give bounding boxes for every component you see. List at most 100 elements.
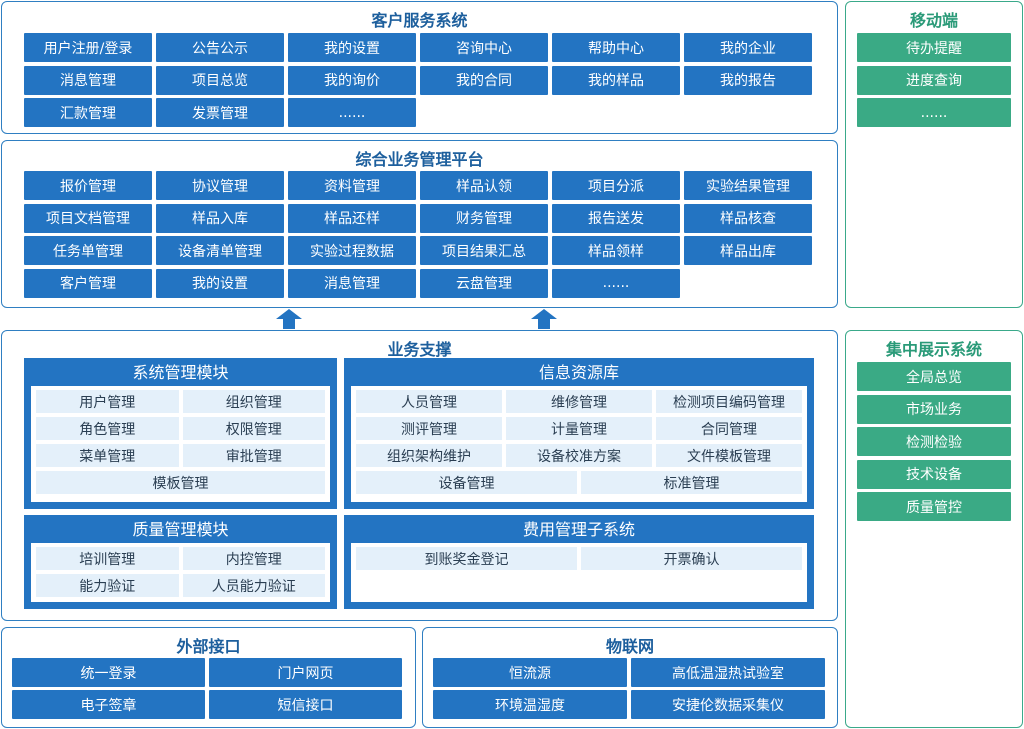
user-mgmt-item[interactable]: 用户管理 <box>36 390 179 413</box>
role-mgmt-item[interactable]: 角色管理 <box>36 417 179 440</box>
ext-sms-button[interactable]: 短信接口 <box>209 690 402 719</box>
mobile-panel: 移动端 待办提醒 进度查询 ...... <box>845 1 1023 308</box>
display-inspection-button[interactable]: 检测检验 <box>857 427 1011 456</box>
support-title: 业务支撑 <box>387 340 452 359</box>
iot-env-humidity-button[interactable]: 环境温湿度 <box>433 690 627 719</box>
org-structure-item[interactable]: 组织架构维护 <box>356 444 502 467</box>
contract-mgmt-item[interactable]: 合同管理 <box>656 417 802 440</box>
pf-my-settings-button[interactable]: 我的设置 <box>156 268 284 298</box>
mobile-todo-button[interactable]: 待办提醒 <box>857 33 1011 62</box>
iot-climate-chamber-button[interactable]: 高低温湿热试验室 <box>631 658 825 687</box>
personnel-mgmt-item[interactable]: 人员管理 <box>356 390 502 413</box>
cs-my-company-button[interactable]: 我的企业 <box>684 33 812 62</box>
test-code-mgmt-item[interactable]: 检测项目编码管理 <box>656 390 802 413</box>
pf-sample-claim-button[interactable]: 样品认领 <box>420 171 548 200</box>
personnel-proficiency-item[interactable]: 人员能力验证 <box>182 574 325 597</box>
cs-more-button[interactable]: ...... <box>288 98 416 127</box>
system-module: 系统管理模块 用户管理 组织管理 角色管理 权限管理 菜单管理 审批管理 模板管… <box>24 358 337 509</box>
pf-agreement-button[interactable]: 协议管理 <box>156 171 284 200</box>
standard-mgmt-item[interactable]: 标准管理 <box>581 471 802 494</box>
calibration-plan-item[interactable]: 设备校准方案 <box>506 444 652 467</box>
pf-equipment-list-button[interactable]: 设备清单管理 <box>156 236 284 265</box>
pf-project-doc-button[interactable]: 项目文档管理 <box>24 203 152 233</box>
display-market-button[interactable]: 市场业务 <box>857 394 1011 424</box>
org-mgmt-item[interactable]: 组织管理 <box>182 390 325 413</box>
mobile-more-button[interactable]: ...... <box>857 98 1011 127</box>
pf-sample-out-button[interactable]: 样品出库 <box>684 236 812 265</box>
menu-mgmt-item[interactable]: 菜单管理 <box>36 444 179 467</box>
cs-project-overview-button[interactable]: 项目总览 <box>156 65 284 95</box>
cs-my-report-button[interactable]: 我的报告 <box>684 65 812 95</box>
pf-sample-return-button[interactable]: 样品还样 <box>288 203 416 233</box>
pf-finance-button[interactable]: 财务管理 <box>420 203 548 233</box>
cs-remittance-button[interactable]: 汇款管理 <box>24 98 152 127</box>
approval-mgmt-item[interactable]: 审批管理 <box>182 444 325 467</box>
evaluation-mgmt-item[interactable]: 测评管理 <box>356 417 502 440</box>
pf-quote-button[interactable]: 报价管理 <box>24 171 152 200</box>
pf-project-assign-button[interactable]: 项目分派 <box>552 171 680 200</box>
display-overview-button[interactable]: 全局总览 <box>857 362 1011 391</box>
pf-process-data-button[interactable]: 实验过程数据 <box>288 236 416 265</box>
pf-task-order-button[interactable]: 任务单管理 <box>24 236 152 265</box>
quality-module-title: 质量管理模块 <box>132 520 229 539</box>
display-title: 集中展示系统 <box>885 340 982 359</box>
invoice-confirm-item[interactable]: 开票确认 <box>581 547 802 570</box>
external-panel: 外部接口 统一登录 门户网页 电子签章 短信接口 <box>1 627 416 728</box>
platform-panel: 综合业务管理平台 报价管理 协议管理 资料管理 样品认领 项目分派 实验结果管理… <box>1 140 838 308</box>
template-mgmt-item[interactable]: 模板管理 <box>36 471 325 494</box>
cs-consult-center-button[interactable]: 咨询中心 <box>420 33 548 62</box>
display-tech-equipment-button[interactable]: 技术设备 <box>857 459 1011 489</box>
cs-my-inquiry-button[interactable]: 我的询价 <box>288 65 416 95</box>
equipment-mgmt-item[interactable]: 设备管理 <box>356 471 577 494</box>
external-title: 外部接口 <box>176 637 241 656</box>
iot-panel: 物联网 恒流源 高低温湿热试验室 环境温湿度 安捷伦数据采集仪 <box>422 627 838 728</box>
pf-sample-draw-button[interactable]: 样品领样 <box>552 236 680 265</box>
customer-service-panel: 客户服务系统 用户注册/登录 公告公示 我的设置 咨询中心 帮助中心 我的企业 … <box>1 1 838 134</box>
pf-message-button[interactable]: 消息管理 <box>288 268 416 298</box>
pf-cloud-disk-button[interactable]: 云盘管理 <box>420 268 548 298</box>
cs-invoice-button[interactable]: 发票管理 <box>156 98 284 127</box>
pf-test-result-button[interactable]: 实验结果管理 <box>684 171 812 200</box>
proficiency-test-item[interactable]: 能力验证 <box>36 574 179 597</box>
iot-constant-current-button[interactable]: 恒流源 <box>433 658 627 687</box>
system-module-title: 系统管理模块 <box>132 363 229 382</box>
support-panel: 业务支撑 系统管理模块 用户管理 组织管理 角色管理 权限管理 菜单管理 审批管… <box>1 330 838 621</box>
pf-document-button[interactable]: 资料管理 <box>288 171 416 200</box>
cs-message-button[interactable]: 消息管理 <box>24 65 152 95</box>
maintenance-mgmt-item[interactable]: 维修管理 <box>506 390 652 413</box>
ext-portal-button[interactable]: 门户网页 <box>209 658 402 687</box>
permission-mgmt-item[interactable]: 权限管理 <box>182 417 325 440</box>
iot-agilent-daq-button[interactable]: 安捷伦数据采集仪 <box>631 690 825 719</box>
ext-unified-login-button[interactable]: 统一登录 <box>12 658 205 687</box>
mobile-title: 移动端 <box>909 11 958 30</box>
pf-customer-button[interactable]: 客户管理 <box>24 268 152 298</box>
internal-control-item[interactable]: 内控管理 <box>182 547 325 570</box>
cs-announcement-button[interactable]: 公告公示 <box>156 33 284 62</box>
training-mgmt-item[interactable]: 培训管理 <box>36 547 179 570</box>
cs-register-login-button[interactable]: 用户注册/登录 <box>24 33 152 62</box>
payment-register-item[interactable]: 到账奖金登记 <box>356 547 577 570</box>
metrology-mgmt-item[interactable]: 计量管理 <box>506 417 652 440</box>
mobile-progress-button[interactable]: 进度查询 <box>857 65 1011 95</box>
pf-result-summary-button[interactable]: 项目结果汇总 <box>420 236 548 265</box>
info-library-module: 信息资源库 人员管理 维修管理 检测项目编码管理 测评管理 计量管理 合同管理 … <box>344 358 814 509</box>
iot-title: 物联网 <box>605 637 654 656</box>
customer-service-title: 客户服务系统 <box>371 11 468 30</box>
arrow-up-icon <box>276 309 302 329</box>
cs-help-center-button[interactable]: 帮助中心 <box>552 33 680 62</box>
cs-my-settings-button[interactable]: 我的设置 <box>288 33 416 62</box>
cs-my-contract-button[interactable]: 我的合同 <box>420 65 548 95</box>
cost-module: 费用管理子系统 到账奖金登记 开票确认 <box>344 515 814 609</box>
display-quality-control-button[interactable]: 质量管控 <box>857 492 1011 521</box>
ext-e-signature-button[interactable]: 电子签章 <box>12 690 205 719</box>
arrow-up-icon <box>531 309 557 329</box>
pf-report-send-button[interactable]: 报告送发 <box>552 203 680 233</box>
quality-module: 质量管理模块 培训管理 内控管理 能力验证 人员能力验证 <box>24 515 337 609</box>
info-library-title: 信息资源库 <box>538 363 619 382</box>
pf-more-button[interactable]: ...... <box>552 268 680 298</box>
cost-module-title: 费用管理子系统 <box>522 520 635 539</box>
pf-sample-in-button[interactable]: 样品入库 <box>156 203 284 233</box>
cs-my-sample-button[interactable]: 我的样品 <box>552 65 680 95</box>
pf-sample-check-button[interactable]: 样品核查 <box>684 203 812 233</box>
file-template-item[interactable]: 文件模板管理 <box>656 444 802 467</box>
